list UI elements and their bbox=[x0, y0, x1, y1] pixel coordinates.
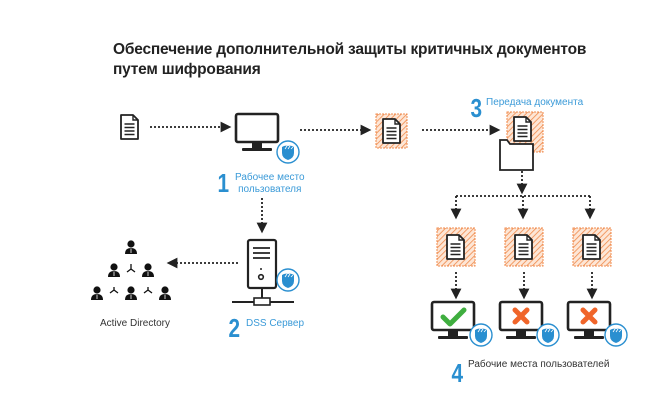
active-directory-icon bbox=[90, 239, 172, 301]
step-1-label-line-1: Рабочее место bbox=[235, 172, 305, 183]
title-line-2: путем шифрования bbox=[113, 61, 261, 78]
document-transfer-icon bbox=[499, 111, 544, 171]
title-line-1: Обеспечение дополнительной защиты критич… bbox=[113, 41, 587, 58]
shield-icon bbox=[536, 323, 560, 347]
recipient-workstation-allowed bbox=[430, 300, 493, 347]
active-directory-label: Active Directory bbox=[100, 318, 171, 329]
source-document-icon bbox=[120, 114, 139, 140]
encrypted-document-icon bbox=[572, 227, 612, 267]
shield-icon bbox=[276, 140, 300, 164]
step-3-number: 3 bbox=[470, 93, 483, 123]
step-1-label-line-2: пользователя bbox=[238, 184, 302, 195]
user-workstation-icon bbox=[234, 112, 280, 153]
recipient-workstation-denied bbox=[566, 300, 628, 347]
shield-icon bbox=[469, 323, 493, 347]
cross-icon bbox=[580, 307, 598, 325]
diagram-title: Обеспечение дополнительной защиты критич… bbox=[113, 40, 586, 80]
check-icon bbox=[440, 307, 467, 327]
step-4-number: 4 bbox=[451, 358, 464, 388]
step-3-label: Передача документа bbox=[486, 97, 584, 108]
step-1-number: 1 bbox=[217, 168, 230, 198]
step-2-number: 2 bbox=[228, 313, 241, 343]
step-4-label: Рабочие места пользователей bbox=[468, 359, 610, 370]
step-1-label: Рабочее место пользователя bbox=[235, 172, 305, 196]
encrypted-document-icon bbox=[504, 227, 544, 267]
encrypted-document-icon bbox=[375, 113, 408, 149]
encrypted-document-icon bbox=[436, 227, 476, 267]
dss-server-icon bbox=[232, 238, 294, 306]
step-2-label: DSS Сервер bbox=[246, 318, 305, 329]
shield-icon bbox=[604, 323, 628, 347]
shield-icon bbox=[276, 268, 300, 292]
cross-icon bbox=[512, 307, 530, 325]
recipient-workstation-denied bbox=[498, 300, 560, 347]
